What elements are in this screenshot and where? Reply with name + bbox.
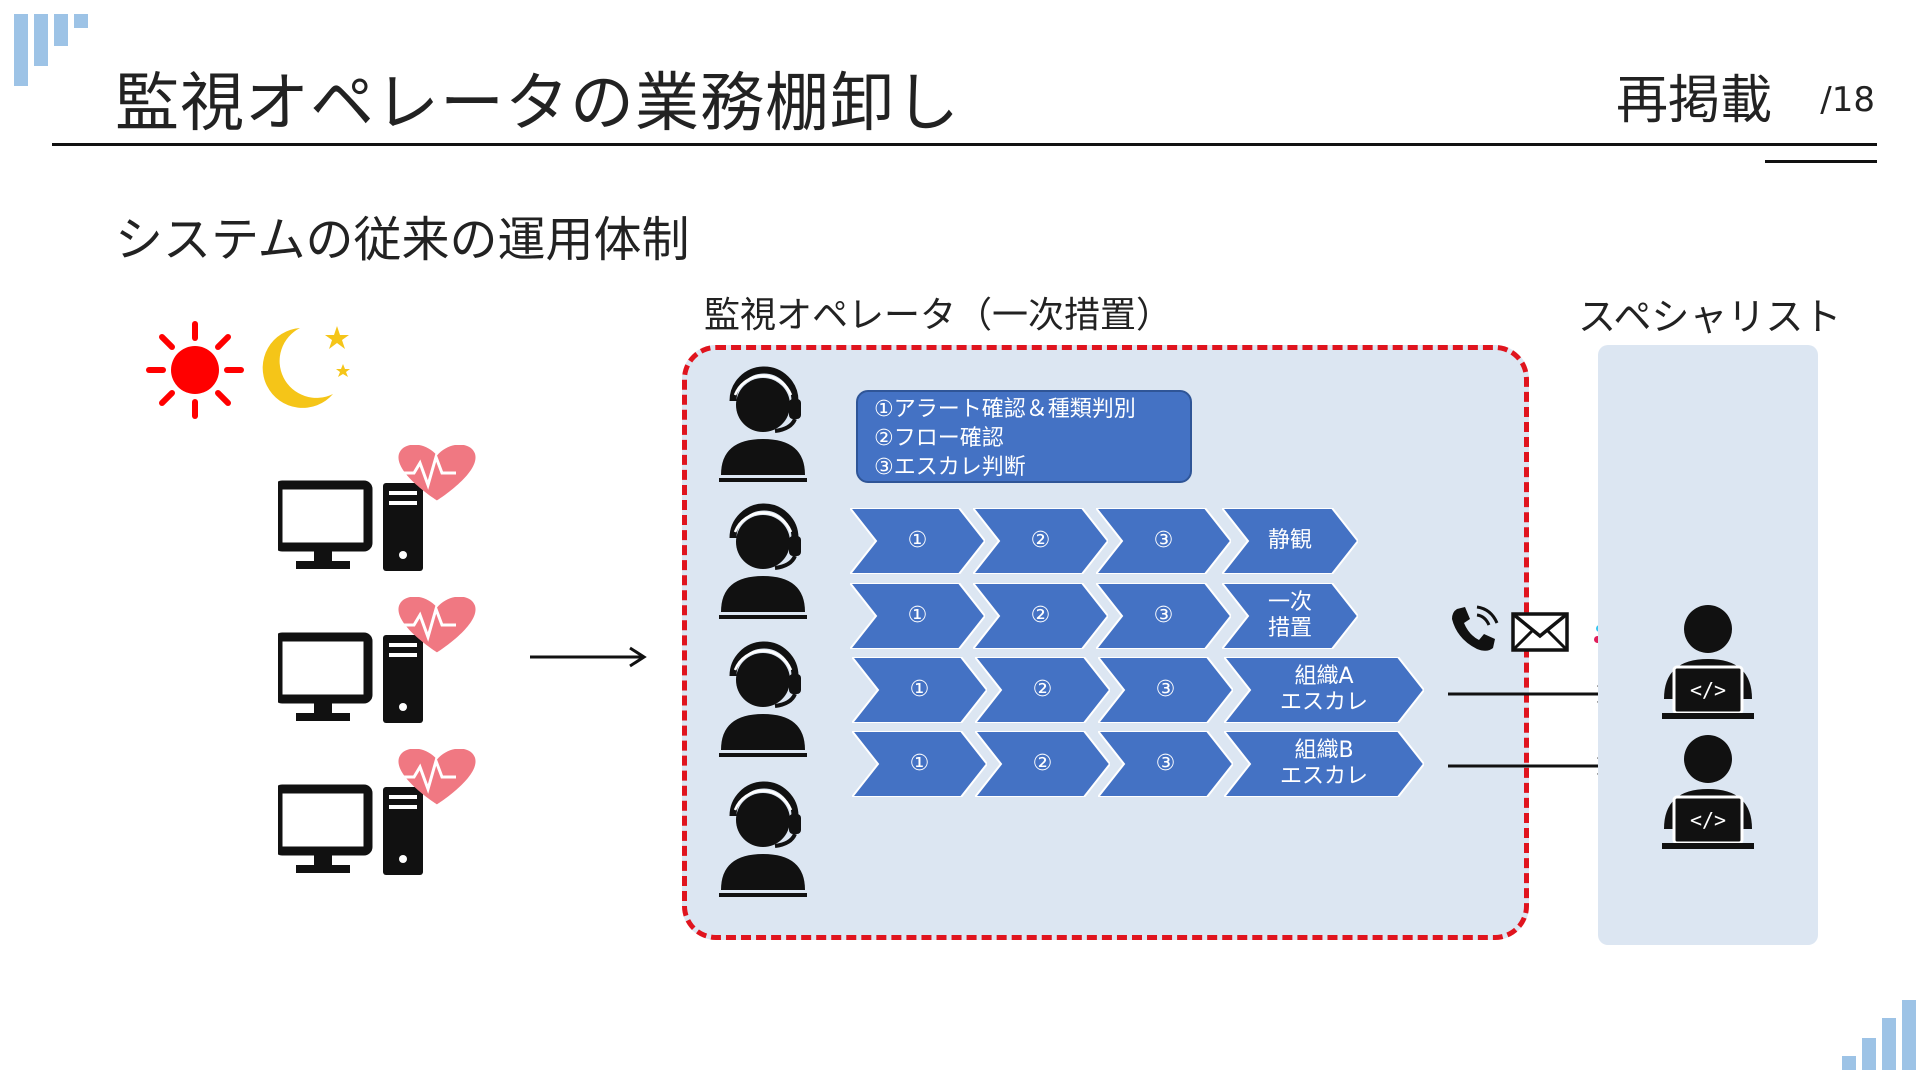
process-step-chevron: ① [850,583,985,649]
process-step-chevron: ③ [1096,583,1231,649]
monitored-computer-icon [273,444,498,599]
section-subtitle: システムの従来の運用体制 [115,212,690,268]
headset-operator-icon [715,640,815,764]
legend-item: ②フロー確認 [874,426,1004,451]
legend-item: ③エスカレ判断 [874,455,1026,480]
corner-logo-bottom-right [1842,1000,1916,1070]
page-number: /18 [1820,80,1875,120]
phone-icon [1447,603,1501,659]
process-step-chevron: ① [850,508,985,574]
header-divider [52,143,1877,146]
monitored-computer-icon [273,748,498,903]
headset-operator-icon [715,365,815,489]
operator-section-heading: 監視オペレータ（一次措置） [704,295,1173,336]
monitored-computer-icon [273,596,498,751]
process-outcome-chevron: 静観 [1222,508,1358,574]
page-title: 監視オペレータの業務棚卸し [115,67,960,141]
escalation-arrow-b [1448,755,1618,777]
corner-logo-top-left [14,14,94,89]
moon-stars-icon [255,318,355,422]
process-step-chevron: ① [852,657,987,723]
sun-icon [145,320,245,424]
escalation-arrow-a [1448,683,1618,705]
process-step-chevron: ② [973,583,1108,649]
process-outcome-chevron: 一次措置 [1222,583,1358,649]
developer-laptop-icon: </> [1658,603,1758,727]
svg-text:</>: </> [1690,678,1726,702]
mail-icon [1511,612,1569,656]
process-step-chevron: ③ [1096,508,1231,574]
input-arrow [530,646,650,668]
process-step-chevron: ① [852,731,987,797]
process-step-chevron: ② [973,508,1108,574]
developer-laptop-icon: </> [1658,733,1758,857]
specialist-section-heading: スペシャリスト [1578,295,1842,339]
svg-text:</>: </> [1690,808,1726,832]
process-step-chevron: ③ [1098,731,1233,797]
header-divider-short [1765,160,1877,163]
headset-operator-icon [715,780,815,904]
process-legend: ①アラート確認＆種類判別 ②フロー確認 ③エスカレ判断 [856,390,1192,483]
legend-item: ①アラート確認＆種類判別 [874,397,1136,422]
page-label: 再掲載 [1615,71,1772,131]
process-step-chevron: ③ [1098,657,1233,723]
process-step-chevron: ② [975,731,1110,797]
process-step-chevron: ② [975,657,1110,723]
headset-operator-icon [715,502,815,626]
